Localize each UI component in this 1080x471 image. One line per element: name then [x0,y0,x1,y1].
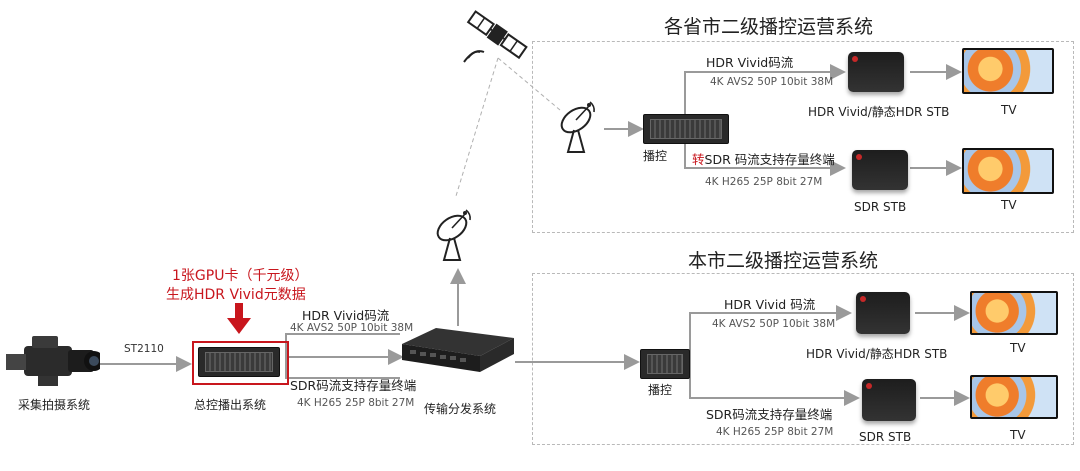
provincial-hdr-stream-label: HDR Vivid码流 [706,55,794,70]
satellite-icon [463,10,528,63]
convert-prefix: 转 [692,152,705,167]
local-tv-1-label: TV [1010,341,1026,355]
camera-icon [6,336,100,386]
provincial-sdr-stream: 转SDR 码流支持存量终端 [692,149,835,168]
provincial-hdr-stb[interactable] [848,52,904,92]
gpu-note-line1: 1张GPU卡（千元级） [172,268,309,284]
local-hdr-stb[interactable] [856,292,910,334]
provincial-tv-1 [962,48,1054,94]
provincial-sdr-stb-label: SDR STB [854,200,907,214]
provincial-hdr-stb-label: HDR Vivid/静态HDR STB [808,105,950,119]
gpu-note-line2: 生成HDR Vivid元数据 [166,287,306,303]
main-hdr-stream-label: HDR Vivid码流 [302,308,390,323]
local-sdr-stream-label: SDR码流支持存量终端 [706,407,833,422]
main-sdr-stream-spec: 4K H265 25P 8bit 27M [297,397,415,409]
provincial-tv-1-label: TV [1001,103,1017,117]
master-control-label: 总控播出系统 [194,398,267,412]
local-tv-2 [970,375,1058,419]
local-hdr-stb-label: HDR Vivid/静态HDR STB [806,347,948,361]
provincial-control-server[interactable] [643,114,729,144]
provincial-tv-2-label: TV [1001,198,1017,212]
master-control-server[interactable] [198,347,280,377]
provincial-system-region [532,41,1074,233]
provincial-sdr-stream-label: SDR 码流支持存量终端 [704,152,835,167]
main-hdr-stream-spec: 4K AVS2 50P 10bit 38M [290,322,414,334]
provincial-hdr-stream-spec: 4K AVS2 50P 10bit 38M [710,76,834,88]
local-system-region [532,273,1074,445]
transport-label: 传输分发系统 [424,402,497,416]
local-tv-2-label: TV [1010,428,1026,442]
satellite-dish-icon [560,101,595,153]
local-title: 本市二级播控运营系统 [688,250,879,272]
provincial-sdr-stb[interactable] [852,150,908,190]
provincial-control-label: 播控 [643,149,668,163]
network-switch-icon[interactable] [400,326,516,376]
local-hdr-stream-spec: 4K AVS2 50P 10bit 38M [712,318,836,330]
provincial-sdr-stream-spec: 4K H265 25P 8bit 27M [705,176,823,188]
local-tv-1 [970,291,1058,335]
local-sdr-stream-spec: 4K H265 25P 8bit 27M [716,426,834,438]
local-control-server[interactable] [640,349,690,379]
provincial-tv-2 [962,148,1054,194]
local-sdr-stb[interactable] [862,379,916,421]
local-hdr-stream-label: HDR Vivid 码流 [724,297,816,312]
main-sdr-stream-label: SDR码流支持存量终端 [290,378,417,393]
st2110-label: ST2110 [124,343,164,355]
master-control-highlight [192,341,289,385]
provincial-title: 各省市二级播控运营系统 [664,16,874,38]
local-control-label: 播控 [648,383,673,397]
local-sdr-stb-label: SDR STB [859,430,912,444]
satellite-dish-icon [436,209,471,261]
camera-label: 采集拍摄系统 [18,398,91,412]
